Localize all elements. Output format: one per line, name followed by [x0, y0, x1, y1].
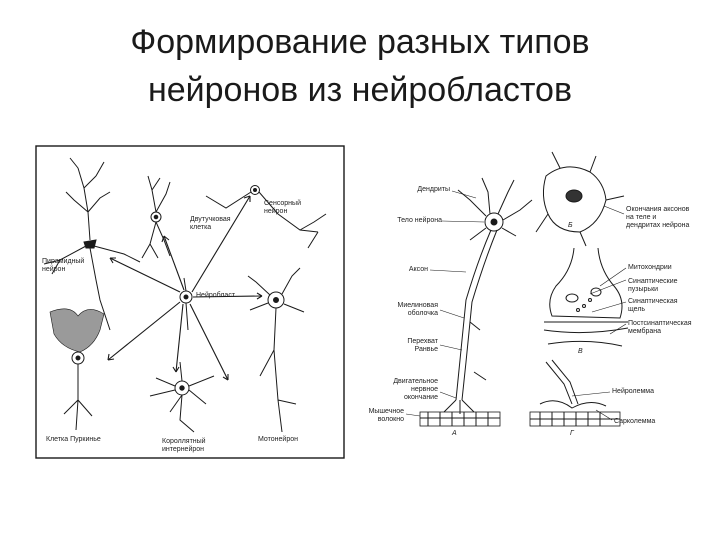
- label-postsynaptic: Постсинаптическая мембрана: [628, 320, 692, 335]
- label-neuroblast: Нейробласт: [196, 292, 236, 299]
- differentiation-arrows: [107, 195, 263, 381]
- title-line-1: Формирование разных типов: [130, 23, 590, 61]
- label-panel-a: А: [452, 430, 457, 437]
- label-muscle-fiber: Мышечное волокно: [368, 408, 404, 423]
- label-panel-g: Г: [570, 430, 574, 437]
- label-cell-body: Тело нейрона: [397, 217, 442, 224]
- purkinje-cell: [49, 308, 105, 431]
- left-panel-frame: [35, 145, 345, 459]
- neuron-diagram-a: [419, 177, 533, 427]
- label-interneuron: Короллятный интернейрон: [162, 438, 206, 453]
- diagram-right-leaders: [571, 205, 627, 421]
- label-sarcolemma: Сарколемма: [614, 418, 656, 425]
- sensory-neuron: [205, 185, 327, 249]
- label-purkinje: Клетка Пуркинье: [46, 436, 101, 443]
- title-line-2: нейронов из нейробластов: [147, 71, 573, 109]
- slide-title: Формирование разных типов нейронов из не…: [0, 18, 720, 114]
- neuron-diagram-g: [529, 359, 621, 427]
- neuroblast-cell: [179, 277, 193, 331]
- diagram-a-leaders: [405, 190, 485, 417]
- label-dendrites: Дендриты: [417, 186, 450, 193]
- neuron-diagram-v: [543, 247, 629, 347]
- label-panel-b: Б: [568, 222, 573, 229]
- label-neurolemma: Нейролемма: [612, 388, 654, 395]
- neuron-diagram-b: [535, 151, 625, 247]
- motoneuron-cell: [247, 267, 305, 433]
- label-synaptic-cleft: Синаптическая щель: [628, 298, 678, 313]
- label-myelin: Миелиновая оболочка: [397, 302, 438, 317]
- label-motoneuron: Мотонейрон: [258, 436, 298, 443]
- label-axon: Аксон: [408, 266, 428, 273]
- label-pyramidal: Пирамидный нейрон: [42, 258, 85, 273]
- golgi-cell: [141, 175, 171, 259]
- label-motor-ending: Двигательное нервное окончание: [393, 378, 438, 401]
- label-axon-endings: Окончания аксонов на теле и дендритах не…: [626, 206, 690, 229]
- label-sensory: Сенсорный нейрон: [264, 200, 301, 215]
- label-vesicles: Синаптические пузырьки: [628, 278, 678, 293]
- pyramidal-neuron: [43, 157, 141, 331]
- label-golgi-cell: Двутучковая клетка: [190, 216, 231, 231]
- label-ranvier: Перехват Ранвье: [407, 338, 438, 353]
- label-panel-v: В: [578, 348, 583, 355]
- interneuron-cell: [149, 361, 215, 433]
- label-mitochondria: Митохондрии: [628, 264, 672, 271]
